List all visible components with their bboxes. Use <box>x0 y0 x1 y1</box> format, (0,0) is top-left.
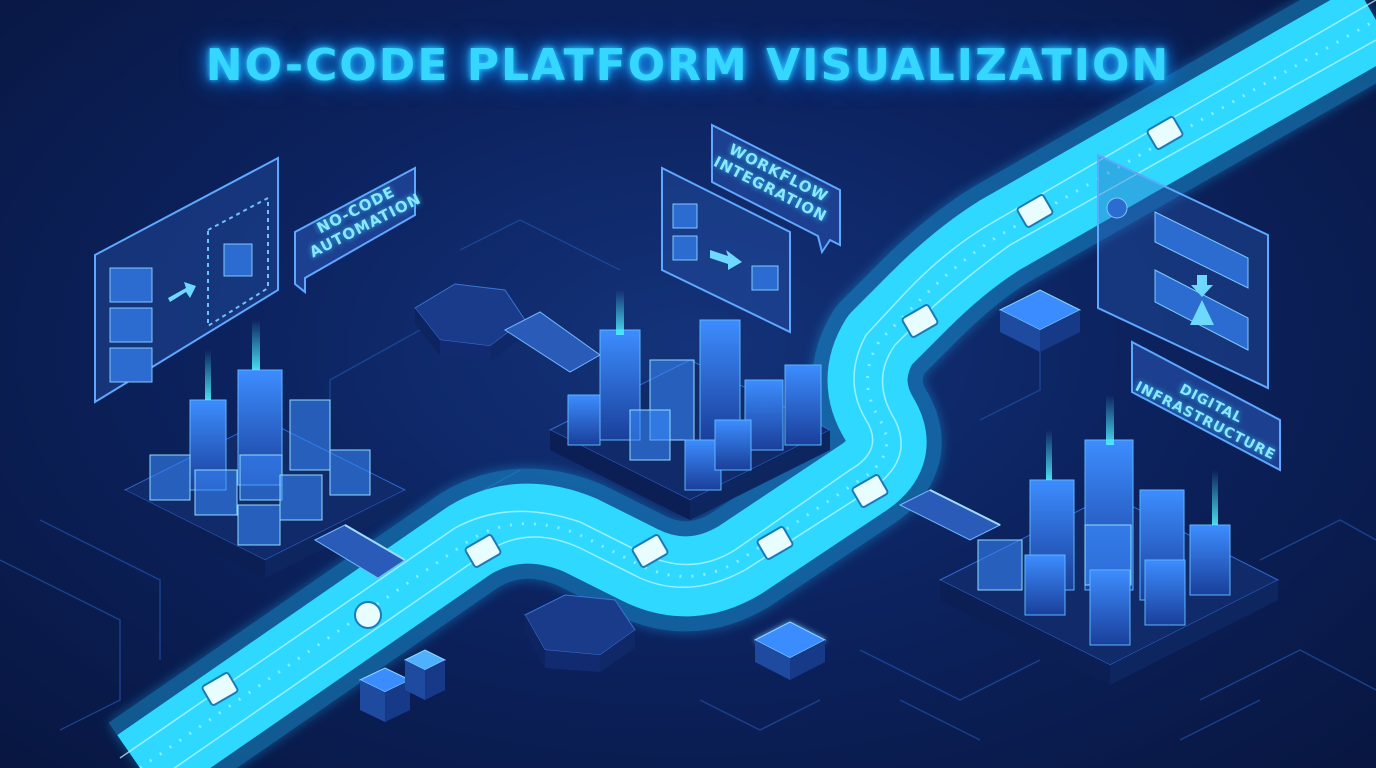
infrastructure-panel <box>1097 153 1269 390</box>
automation-label-bubble <box>294 166 416 295</box>
pyramid-icon <box>1190 300 1214 325</box>
center-city <box>548 290 832 520</box>
calendar-icon <box>851 474 889 508</box>
cloud-icon <box>354 601 382 629</box>
automation-panel <box>94 156 279 404</box>
document-icon <box>1146 116 1184 150</box>
workflow-panel <box>661 166 791 334</box>
infrastructure-label-bubble <box>1131 340 1281 472</box>
arrow-down-icon <box>1191 275 1213 297</box>
workflow-label-bubble <box>711 123 841 255</box>
left-city <box>123 320 407 579</box>
document-icon <box>901 304 939 338</box>
cursor-icon <box>109 267 153 303</box>
user-icon <box>1106 197 1128 219</box>
touch-icon <box>223 243 253 277</box>
page-title: NO-CODE PLATFORM VISUALIZATION <box>205 40 1171 91</box>
floating-blocks <box>358 289 1082 722</box>
arrow-right-icon <box>168 282 196 302</box>
path-chips <box>201 116 1184 706</box>
document-icon <box>756 526 794 560</box>
hex-platforms <box>414 283 636 672</box>
more-icon <box>751 265 779 291</box>
calendar-icon <box>1016 194 1054 228</box>
monitor-icon <box>109 347 153 383</box>
calendar-icon <box>631 534 669 568</box>
copy-icon <box>109 307 153 343</box>
move-icon <box>672 235 698 261</box>
data-pipeline-path <box>108 0 1376 768</box>
right-city <box>898 395 1280 685</box>
document-icon <box>201 672 239 706</box>
document-icon <box>464 534 502 568</box>
arrow-right-icon <box>710 250 742 270</box>
plus-icon <box>672 203 698 229</box>
